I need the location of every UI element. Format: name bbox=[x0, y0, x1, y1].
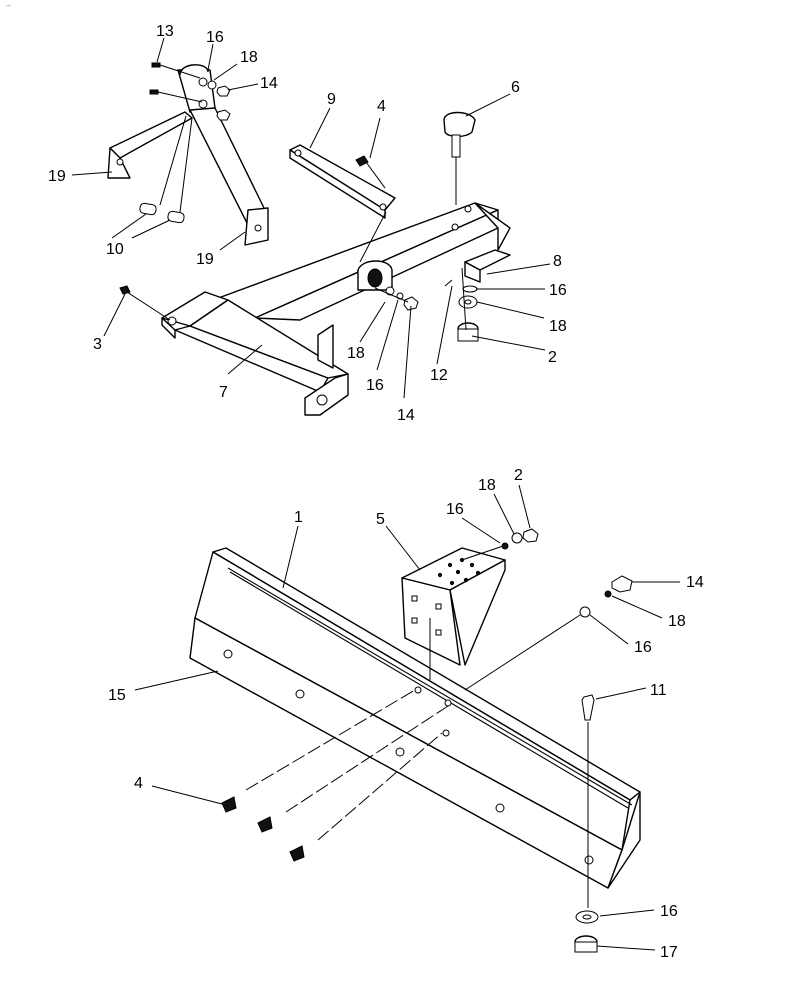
callout-16: 16 bbox=[446, 501, 464, 518]
callout-8: 8 bbox=[553, 253, 562, 270]
callout-4: 4 bbox=[377, 98, 386, 115]
callout-6: 6 bbox=[511, 79, 520, 96]
callout-14: 14 bbox=[260, 75, 278, 92]
callout-19: 19 bbox=[48, 168, 66, 185]
callout-13: 13 bbox=[156, 23, 174, 40]
hardware-right bbox=[444, 267, 479, 342]
washer-16-and-nut-17 bbox=[574, 910, 599, 953]
callout-16: 16 bbox=[549, 282, 567, 299]
callout-18: 18 bbox=[240, 49, 258, 66]
hardware-blade-right bbox=[464, 575, 633, 691]
bolt-3 bbox=[119, 285, 171, 321]
screw-4-top bbox=[355, 155, 386, 189]
callout-5: 5 bbox=[376, 511, 385, 528]
callout-18: 18 bbox=[347, 345, 365, 362]
hardware-blade-top bbox=[461, 528, 539, 561]
callout-18: 18 bbox=[549, 318, 567, 335]
callout-18: 18 bbox=[668, 613, 686, 630]
callout-3: 3 bbox=[93, 336, 102, 353]
mast-bracket-center bbox=[357, 260, 393, 291]
callout-4: 4 bbox=[134, 775, 143, 792]
callout-16: 16 bbox=[634, 639, 652, 656]
callout-11: 11 bbox=[650, 682, 667, 699]
pins-10 bbox=[139, 202, 185, 224]
mount-bracket-5 bbox=[401, 547, 506, 680]
blade-1 bbox=[189, 547, 641, 889]
bracket-8 bbox=[464, 249, 511, 283]
arm-9 bbox=[289, 144, 396, 263]
callout-19: 19 bbox=[196, 251, 214, 268]
callout-16: 16 bbox=[660, 903, 678, 920]
callout-9: 9 bbox=[327, 91, 336, 108]
callout-2: 2 bbox=[548, 349, 557, 366]
callout-17: 17 bbox=[660, 944, 678, 961]
bolt-11 bbox=[581, 694, 595, 908]
callout-2: 2 bbox=[514, 467, 523, 484]
callout-10: 10 bbox=[106, 241, 124, 258]
handle-6 bbox=[443, 111, 476, 205]
corner-mark: – bbox=[6, 0, 12, 10]
front-bolts-4 bbox=[221, 686, 452, 862]
draw-bar-7 bbox=[161, 291, 349, 416]
callout-7: 7 bbox=[219, 384, 228, 401]
callout-18: 18 bbox=[478, 477, 496, 494]
bracket-hole-pattern bbox=[437, 557, 481, 586]
callout-12: 12 bbox=[430, 367, 448, 384]
callout-16: 16 bbox=[366, 377, 384, 394]
hardware-top-left bbox=[149, 62, 231, 121]
callout-leaders bbox=[71, 37, 680, 951]
callout-1: 1 bbox=[294, 509, 303, 526]
callout-15: 15 bbox=[108, 687, 126, 704]
callout-labels: 13 16 18 14 19 10 19 9 4 6 8 16 18 2 12 … bbox=[48, 23, 704, 961]
callout-14: 14 bbox=[397, 407, 415, 424]
callout-14: 14 bbox=[686, 574, 704, 591]
hardware-center bbox=[374, 286, 419, 311]
callout-16: 16 bbox=[206, 29, 224, 46]
a-frame-19 bbox=[107, 64, 269, 246]
